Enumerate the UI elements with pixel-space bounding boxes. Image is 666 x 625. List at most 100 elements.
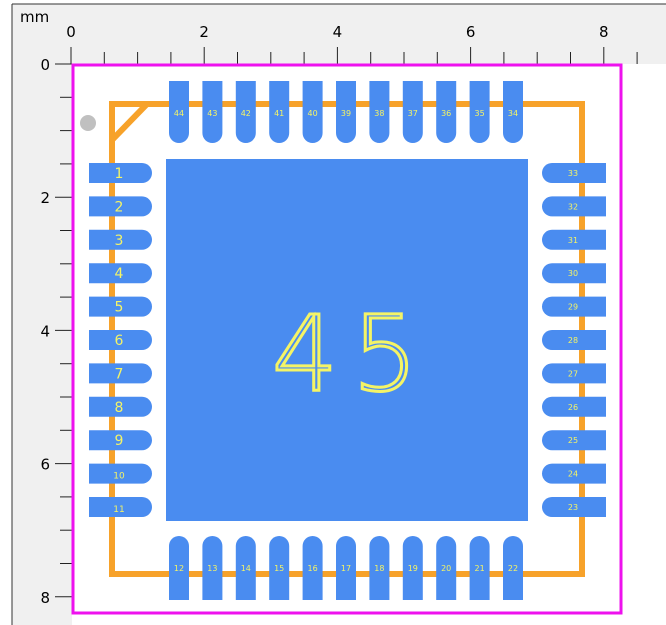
pad-4[interactable]: 4 [89, 263, 152, 284]
pad-10[interactable]: 10 [89, 463, 152, 484]
pad-12[interactable]: 12 [169, 536, 189, 600]
pad-7[interactable]: 7 [89, 363, 152, 384]
pad-13[interactable]: 13 [202, 536, 223, 600]
pad-label: 23 [568, 503, 578, 512]
ruler-x-label: 2 [199, 23, 209, 41]
pad-34[interactable]: 34 [503, 81, 523, 143]
pad-33[interactable]: 33 [542, 163, 606, 183]
pad-36[interactable]: 36 [436, 81, 457, 143]
ruler-left-bg [12, 4, 72, 625]
ruler-x-label: 6 [466, 23, 476, 41]
pad-20[interactable]: 20 [436, 536, 457, 600]
pad-26[interactable]: 26 [542, 396, 606, 417]
pad-31[interactable]: 31 [542, 229, 606, 250]
pad-label: 14 [241, 564, 251, 573]
pad-label: 21 [475, 564, 485, 573]
ruler-unit-label: mm [20, 8, 50, 26]
pad-label: 31 [568, 236, 578, 245]
ruler-x-label: 4 [333, 23, 343, 41]
pad-label: 3 [115, 233, 124, 249]
pad-label: 17 [341, 564, 351, 573]
ruler-y-label: 6 [40, 456, 50, 474]
ruler-x-label: 0 [66, 23, 76, 41]
ruler-y-label: 8 [40, 589, 50, 607]
pad-27[interactable]: 27 [542, 363, 606, 384]
pad-9[interactable]: 9 [89, 430, 152, 451]
pad-label: 1 [115, 166, 124, 182]
pad-label: 42 [241, 109, 251, 118]
pad-6[interactable]: 6 [89, 330, 152, 350]
pad-19[interactable]: 19 [402, 536, 423, 600]
ruler-y-label: 4 [40, 322, 50, 340]
pad-label: 40 [308, 109, 318, 118]
pad-label: 8 [115, 400, 124, 416]
pad-label: 5 [115, 300, 124, 316]
pad-29[interactable]: 29 [542, 296, 606, 317]
pad-22[interactable]: 22 [503, 536, 523, 600]
pad-label: 43 [207, 109, 217, 118]
pad-28[interactable]: 28 [542, 330, 606, 350]
pad-label: 29 [568, 303, 578, 312]
pad-1[interactable]: 1 [89, 163, 152, 183]
pad-40[interactable]: 40 [302, 81, 323, 143]
pad-label: 34 [508, 109, 518, 118]
pad-label: 38 [374, 109, 384, 118]
pad-8[interactable]: 8 [89, 396, 152, 417]
pad-17[interactable]: 17 [336, 536, 356, 600]
ruler-x-label: 8 [599, 23, 609, 41]
pad-25[interactable]: 25 [542, 430, 606, 451]
pad-15[interactable]: 15 [269, 536, 290, 600]
pad-label: 12 [174, 564, 184, 573]
pad-label: 44 [174, 109, 184, 118]
pad-label: 37 [408, 109, 418, 118]
pad-label: 19 [408, 564, 418, 573]
pad-42[interactable]: 42 [235, 81, 256, 143]
pad-41[interactable]: 41 [269, 81, 290, 143]
pad-label: 36 [441, 109, 451, 118]
ruler-y-label: 0 [40, 56, 50, 74]
pad-label: 7 [115, 366, 124, 382]
pad-37[interactable]: 37 [402, 81, 423, 143]
pad-35[interactable]: 35 [469, 81, 490, 143]
pad-44[interactable]: 44 [169, 81, 189, 143]
pad-label: 11 [113, 505, 124, 515]
pad-32[interactable]: 32 [542, 196, 606, 217]
pad-label: 30 [568, 269, 578, 278]
ruler-y-label: 2 [40, 189, 50, 207]
pad-21[interactable]: 21 [469, 536, 490, 600]
thermal-pad-label: 45 [272, 293, 432, 415]
pad-30[interactable]: 30 [542, 263, 606, 284]
courtyard-outline [71, 63, 623, 615]
pad-5[interactable]: 5 [89, 296, 152, 317]
pad-label: 18 [374, 564, 384, 573]
pad-label: 15 [274, 564, 284, 573]
pad-24[interactable]: 24 [542, 463, 606, 484]
pad-label: 28 [568, 336, 578, 345]
pad-label: 32 [568, 202, 578, 211]
pad-11[interactable]: 11 [89, 497, 152, 517]
pad-label: 33 [568, 169, 578, 178]
pad-18[interactable]: 18 [369, 536, 390, 600]
pad-3[interactable]: 3 [89, 229, 152, 250]
pad-label: 41 [274, 109, 284, 118]
pad-label: 9 [115, 433, 124, 449]
pad-39[interactable]: 39 [336, 81, 356, 143]
pad-label: 2 [115, 199, 124, 215]
pad-label: 10 [113, 472, 125, 482]
pad-16[interactable]: 16 [302, 536, 323, 600]
pad-label: 13 [207, 564, 217, 573]
pad-label: 25 [568, 436, 578, 445]
pad-14[interactable]: 14 [235, 536, 256, 600]
pad-label: 4 [115, 266, 124, 282]
pad-label: 24 [568, 470, 578, 479]
pad-label: 26 [568, 403, 578, 412]
pad-23[interactable]: 23 [542, 497, 606, 517]
ruler-top-bg [12, 4, 666, 64]
pad-label: 39 [341, 109, 351, 118]
pad-label: 20 [441, 564, 451, 573]
pad-38[interactable]: 38 [369, 81, 390, 143]
pad-2[interactable]: 2 [89, 196, 152, 217]
thermal-pad-45[interactable] [166, 159, 528, 521]
pad-43[interactable]: 43 [202, 81, 223, 143]
